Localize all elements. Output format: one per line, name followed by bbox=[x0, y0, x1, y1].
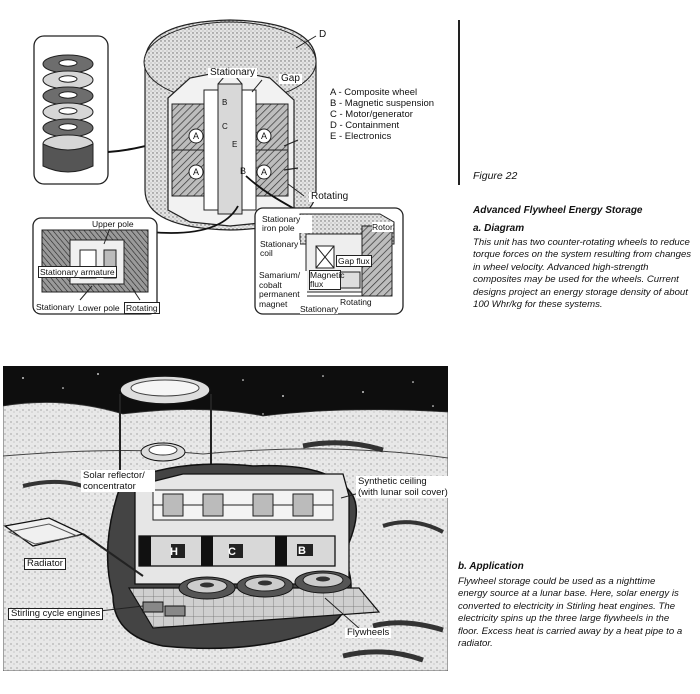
label-rotating-main: Rotating bbox=[309, 191, 351, 202]
label-lower-pole: Lower pole bbox=[78, 303, 120, 313]
legend-c: C - Motor/generator bbox=[330, 109, 413, 120]
label-samarium-cobalt: Samarium/ cobalt permanent magnet bbox=[259, 270, 307, 309]
legend-b: B - Magnetic suspension bbox=[330, 98, 435, 109]
module-c-label: C bbox=[228, 546, 236, 558]
label-b-1: B bbox=[222, 98, 228, 107]
label-inset-right-rotating: Rotating bbox=[340, 297, 372, 307]
diagram-heading: a. Diagram bbox=[473, 223, 525, 234]
label-stationary-armature: Stationary armature bbox=[38, 266, 117, 278]
label-radiator: Radiator bbox=[24, 558, 66, 570]
module-b-label: B bbox=[298, 545, 306, 557]
label-stationary-coil: Stationary coil bbox=[260, 239, 300, 258]
legend-e: E - Electronics bbox=[330, 131, 392, 142]
label-inset-right-stationary: Stationary bbox=[300, 304, 339, 314]
label-gap-flux: Gap flux bbox=[336, 255, 372, 267]
label-upper-pole: Upper pole bbox=[92, 219, 134, 229]
label-stirling-engines: Stirling cycle engines bbox=[8, 608, 104, 620]
vertical-divider bbox=[458, 20, 460, 185]
label-stationary: Stationary bbox=[208, 67, 258, 78]
label-synthetic-ceiling: Synthetic ceiling (with lunar soil cover… bbox=[356, 476, 450, 498]
radiator bbox=[3, 517, 144, 577]
label-inset-left-stationary: Stationary bbox=[36, 302, 75, 312]
application-heading: b. Application bbox=[458, 561, 524, 572]
legend-d: D - Containment bbox=[330, 120, 400, 131]
label-flywheels: Flywheels bbox=[345, 627, 392, 638]
label-b-2: B bbox=[240, 166, 247, 176]
lunar-base-illustration bbox=[3, 366, 448, 671]
wheel-stack-inset bbox=[33, 35, 191, 185]
label-d: D bbox=[319, 29, 327, 40]
legend-a: A - Composite wheel bbox=[330, 87, 418, 98]
label-magnetic-flux: Magnetic flux bbox=[309, 270, 345, 290]
flywheel-diagram bbox=[32, 19, 404, 315]
label-c-1: C bbox=[222, 122, 228, 131]
label-a-4: A bbox=[261, 167, 268, 177]
label-stationary-iron-pole: Stationary iron pole bbox=[262, 215, 312, 233]
label-a-2: A bbox=[193, 167, 200, 177]
application-body: Flywheel storage could be used as a nigh… bbox=[458, 576, 683, 650]
label-solar-reflector: Solar reflector/ concentrator bbox=[81, 470, 155, 492]
base-structure bbox=[127, 473, 381, 629]
containment-cylinder bbox=[143, 19, 317, 231]
figure-title: Advanced Flywheel Energy Storage bbox=[473, 205, 643, 216]
figure-label: Figure 22 bbox=[473, 170, 518, 182]
solar-reflector-dish bbox=[119, 375, 212, 476]
label-a-1: A bbox=[193, 131, 200, 141]
label-a-3: A bbox=[261, 131, 268, 141]
label-inset-left-rotating: Rotating bbox=[124, 302, 160, 314]
diagram-body: This unit has two counter-rotating wheel… bbox=[473, 237, 692, 311]
label-e-1: E bbox=[232, 140, 238, 149]
label-gap: Gap bbox=[279, 73, 302, 84]
label-rotor: Rotor bbox=[372, 222, 393, 232]
module-h-label: H bbox=[170, 546, 178, 558]
